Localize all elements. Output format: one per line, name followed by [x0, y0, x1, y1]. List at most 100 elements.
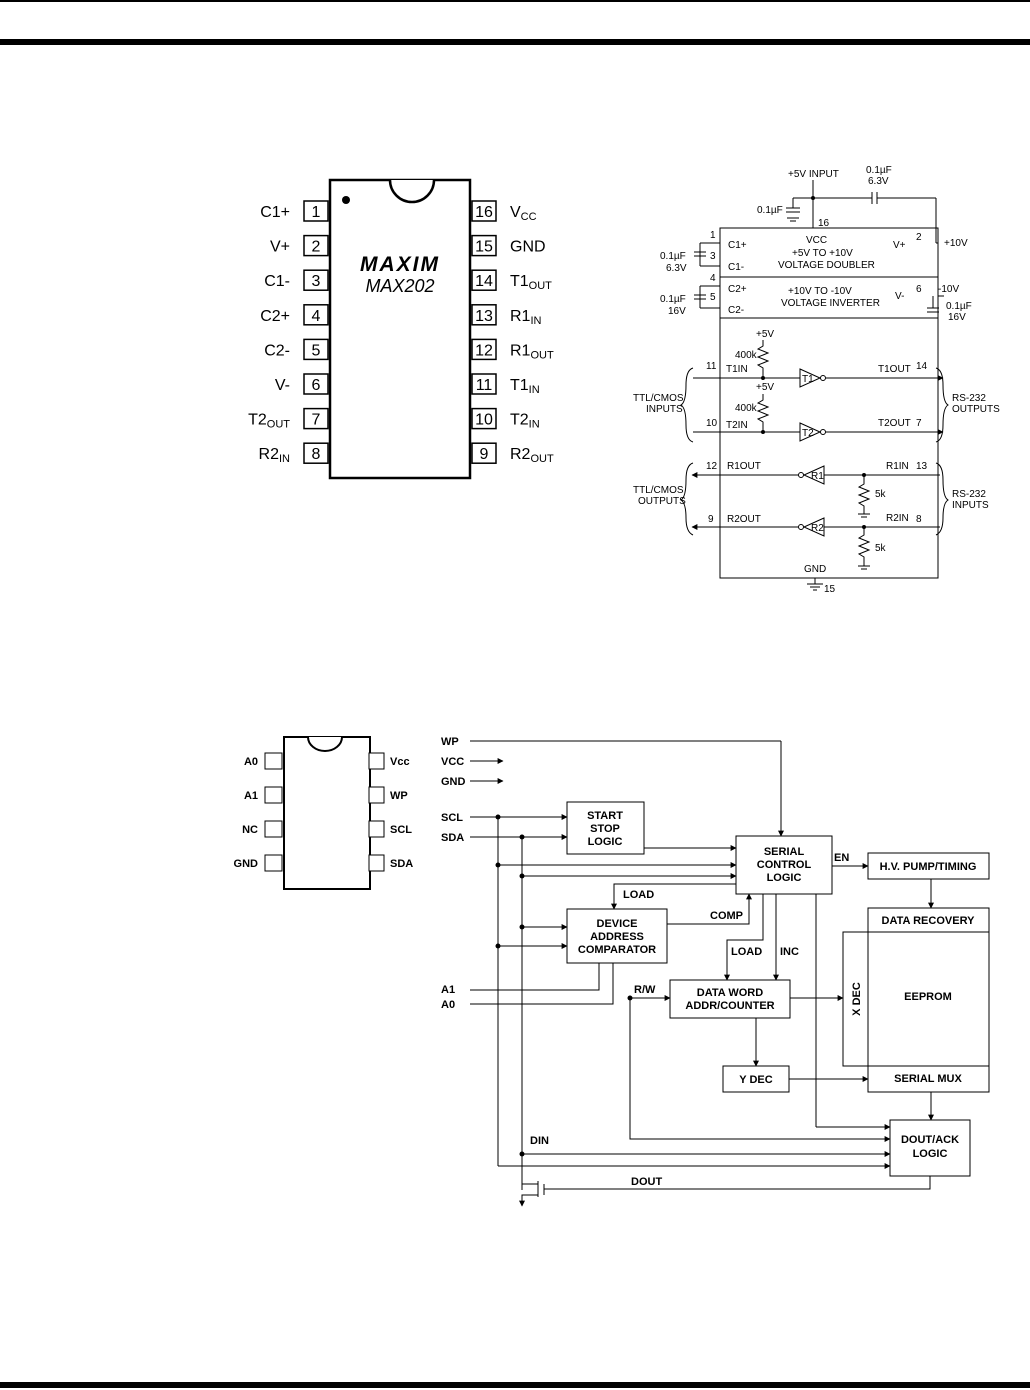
data-word-1: DATA WORD	[697, 987, 763, 999]
circuit-ttl-out-2: OUTPUTS	[638, 496, 686, 507]
serial-control-3: LOGIC	[767, 872, 802, 884]
circuit-r1-label: R1	[811, 471, 824, 482]
circuit-brace-ttl-out	[680, 462, 694, 536]
circuit-pin11: 11	[706, 361, 717, 372]
top-thick-rule	[0, 39, 1030, 45]
circuit-r2-label: R2	[811, 523, 824, 534]
serial-control-2: CONTROL	[757, 859, 812, 871]
max202-pin-box-11	[471, 373, 497, 395]
device-address-3: COMPARATOR	[578, 944, 656, 956]
max202-pin-box-15	[471, 234, 497, 257]
circuit-pin1: 1	[710, 230, 716, 241]
eeprom-label: EEPROM	[904, 991, 952, 1003]
circuit-gnd: GND	[804, 564, 826, 575]
circuit-r1in: R1IN	[886, 461, 909, 472]
circuit-r5k-2-label: 5k	[875, 543, 887, 554]
circuit-cap-c2-value: 0.1µF	[660, 294, 686, 305]
max202-pin-number-2: 2	[312, 239, 321, 256]
eeprom-pin-box-left-3	[264, 854, 283, 872]
max202-pin-label-15: GND	[510, 239, 546, 256]
eeprom-ic-body	[283, 736, 371, 890]
max202-pin-box-2	[303, 234, 329, 257]
circuit-input-label: +5V INPUT	[788, 169, 839, 180]
circuit-vcc: VCC	[806, 235, 827, 246]
en-label: EN	[834, 852, 849, 864]
circuit-r400k-1-label: 400k	[735, 350, 758, 361]
device-address-1: DEVICE	[597, 918, 638, 930]
scl-node-1	[495, 814, 501, 820]
circuit-pin8: 8	[916, 514, 922, 525]
load2-label: LOAD	[731, 946, 762, 958]
max202-part-number: MAX202	[365, 276, 434, 296]
start-stop-box	[566, 801, 645, 855]
max202-pin-label-2: V+	[270, 239, 290, 256]
max202-pin-box-1	[303, 200, 329, 222]
circuit-ic-box	[719, 227, 939, 579]
max202-pin-box-8	[303, 442, 329, 464]
max202-pin-box-16	[471, 200, 497, 222]
circuit-rs232-in-2: INPUTS	[952, 500, 989, 511]
max202-pin-label-14: T1OUT	[510, 273, 552, 292]
inc-label: INC	[780, 946, 799, 958]
circuit-pin13: 13	[916, 461, 928, 472]
max202-logo: MAXIM	[360, 253, 440, 276]
max202-ic-body	[328, 178, 472, 480]
circuit-t1out: T1OUT	[878, 364, 911, 375]
circuit-t1-bubble	[820, 375, 826, 381]
circuit-t2in: T2IN	[726, 420, 748, 431]
circuit-brace-rs232-out	[935, 367, 949, 443]
max202-pin-number-10: 10	[475, 412, 493, 429]
eeprom-notch	[307, 736, 343, 752]
circuit-r1-bubble	[798, 472, 804, 478]
control-to-load2	[724, 894, 764, 981]
max202-pin-box-9	[471, 442, 497, 464]
circuit-rs232-in-1: RS-232	[952, 489, 986, 500]
dout-transistor-source	[519, 1194, 538, 1207]
max202-pin-number-15: 15	[475, 239, 493, 256]
device-address-2: ADDRESS	[590, 931, 644, 943]
max202-pin-number-11: 11	[476, 377, 493, 394]
eeprom-pin-label-scl: SCL	[390, 824, 412, 836]
max202-pin-box-14	[471, 269, 497, 291]
circuit-c2m: C2-	[728, 305, 744, 316]
eeprom-pin-label-gnd: GND	[234, 858, 259, 870]
load1-wire	[611, 883, 736, 910]
max202-pin-number-5: 5	[312, 342, 321, 359]
sig-scl: SCL	[441, 812, 463, 824]
max202-pin-label-3: C1-	[264, 273, 290, 290]
max202-pin-label-11: T1IN	[510, 377, 540, 396]
max202-pin-box-4	[303, 304, 329, 326]
circuit-t2-node	[761, 430, 765, 434]
circuit-vplus: V+	[893, 240, 906, 251]
circuit-rs232-out-2: OUTPUTS	[952, 404, 1000, 415]
eeprom-pin-box-left-0	[264, 752, 283, 770]
a1-label: A1	[441, 984, 455, 996]
start-stop-1: START	[587, 810, 623, 822]
eeprom-pin-box-right-1	[368, 786, 385, 804]
circuit-cap16-value: 0.1µF	[757, 205, 783, 216]
ydec-label: Y DEC	[739, 1074, 772, 1086]
max202-pin-number-9: 9	[480, 446, 489, 463]
max202-pin-box-13	[471, 304, 497, 326]
bottom-thick-rule	[0, 1382, 1030, 1388]
circuit-doubler-2: VOLTAGE DOUBLER	[778, 260, 875, 271]
eeprom-pin-label-a1: A1	[244, 790, 258, 802]
circuit-rs232-out-1: RS-232	[952, 393, 986, 404]
max202-pin-label-8: R2IN	[259, 446, 291, 465]
max202-pin-number-14: 14	[475, 273, 493, 290]
circuit-ttl-in-2: INPUTS	[646, 404, 683, 415]
max202-pin-box-6	[303, 373, 329, 395]
sig-gnd: GND	[441, 776, 466, 788]
max202-circuit: +5V INPUT 0.1µF 6.3V 0.1µF 16 2 +10V V+ …	[633, 165, 1000, 595]
circuit-inverter-1: +10V TO -10V	[788, 286, 852, 297]
circuit-c1m: C1-	[728, 262, 744, 273]
eeprom-pin-box-right-3	[368, 854, 385, 872]
circuit-t1-buffer	[799, 368, 822, 388]
circuit-r400k-2	[756, 394, 770, 432]
hv-label: H.V. PUMP/TIMING	[880, 861, 977, 873]
circuit-inverter-2: VOLTAGE INVERTER	[781, 298, 880, 309]
max202-pin1-dot	[342, 196, 350, 204]
circuit-r400k-1	[756, 340, 770, 378]
